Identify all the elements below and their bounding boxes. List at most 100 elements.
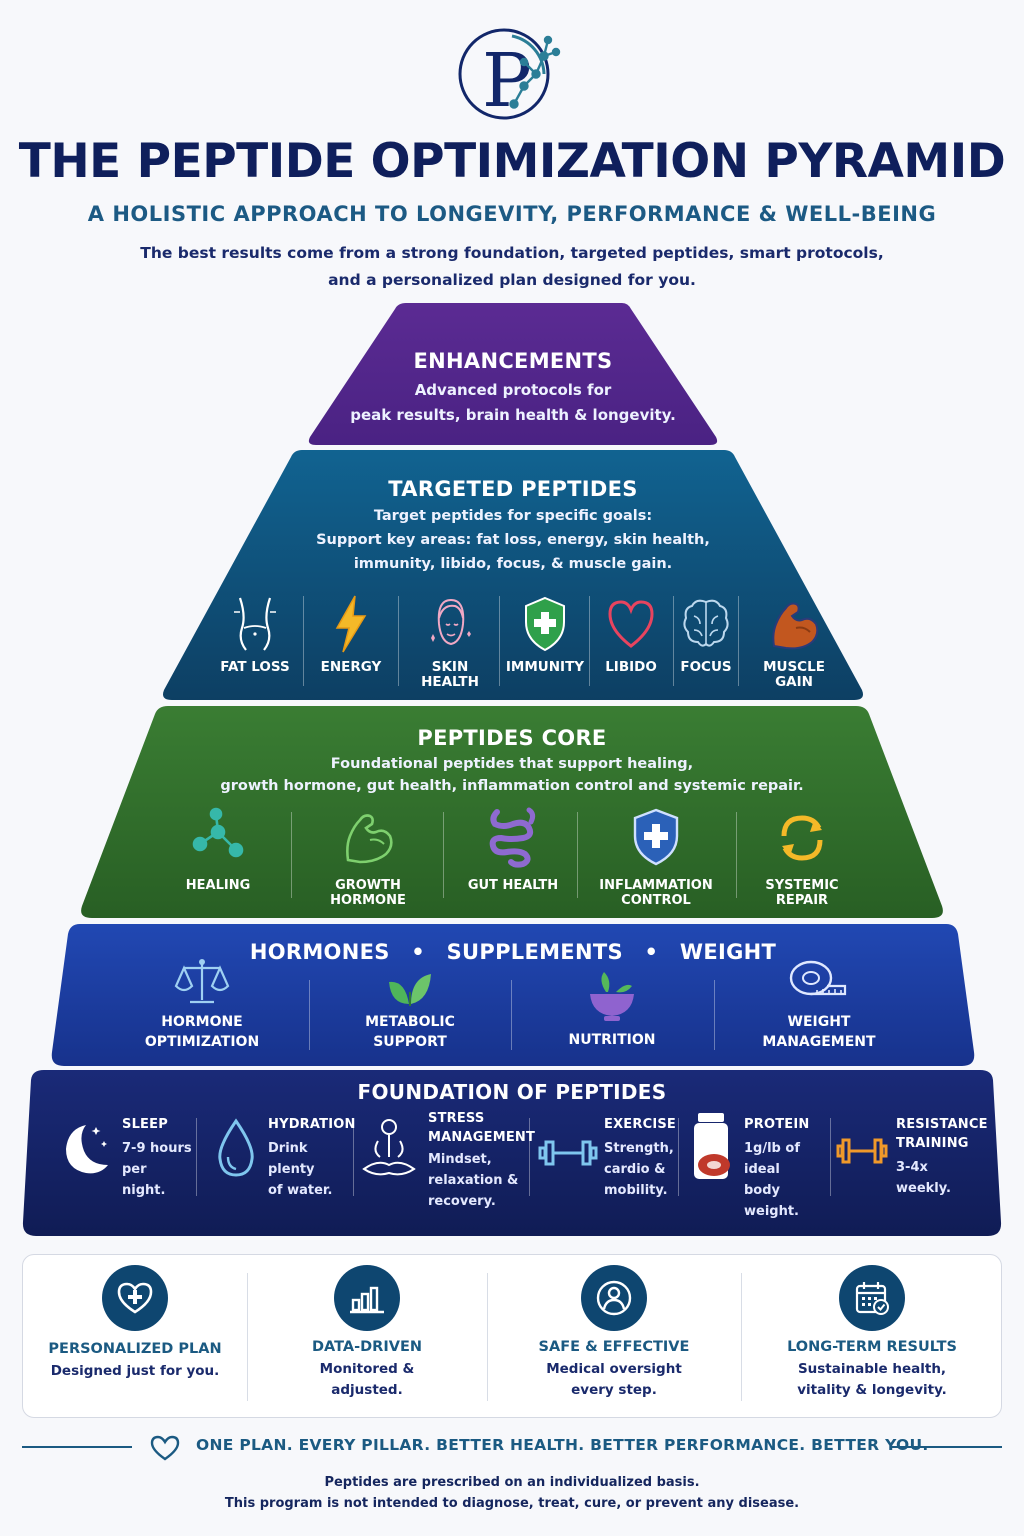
- item-label: ENERGY: [320, 659, 382, 675]
- item-label-line-2: MANAGEMENT: [762, 1034, 876, 1050]
- item-label-line-2: SUPPORT: [373, 1034, 447, 1050]
- hormone-item-metabolic-support: METABOLIC SUPPORT: [330, 970, 490, 1052]
- item-label: SKIN HEALTH: [421, 659, 479, 690]
- pillar-icon-circle: [102, 1265, 168, 1331]
- pillars-panel: PERSONALIZED PLAN Designed just for you.…: [22, 1254, 1002, 1418]
- tier-desc-line-3: immunity, libido, focus, & muscle gain.: [353, 556, 673, 572]
- divider: [736, 812, 737, 898]
- item-desc-line-2: body weight.: [744, 1183, 799, 1219]
- tier-title: FOUNDATION OF PEPTIDES: [357, 1080, 667, 1104]
- core-item-growth-hormone: GROWTH HORMONE: [298, 806, 438, 908]
- leaves-icon: [389, 974, 431, 1006]
- pillar-data-driven: DATA-DRIVEN Monitored & adjusted.: [247, 1255, 487, 1419]
- flexed-arm-icon: [346, 814, 393, 864]
- tier-peptides-core: PEPTIDES CORE Foundational peptides that…: [78, 706, 946, 918]
- tier-title: HORMONES • SUPPLEMENTS • WEIGHT: [50, 940, 976, 964]
- item-desc-line-3: recovery.: [428, 1194, 496, 1209]
- pillar-icon-circle: [839, 1265, 905, 1331]
- title-separator: •: [411, 940, 425, 964]
- item-label: WEIGHT: [787, 1014, 851, 1030]
- pillar-desc-line-1: Designed just for you.: [50, 1363, 220, 1379]
- item-desc-line-2: cardio &: [604, 1162, 666, 1177]
- water-drop-icon: [218, 1118, 254, 1177]
- item-label: HEALING: [185, 878, 251, 893]
- target-item-fat-loss: FAT LOSS: [210, 594, 300, 675]
- bar-chart-icon: [350, 1286, 384, 1314]
- pillar-personalized-plan: PERSONALIZED PLAN Designed just for you.: [23, 1255, 247, 1419]
- item-desc-line-2: of water.: [268, 1183, 333, 1198]
- pillar-desc-line-2: adjusted.: [331, 1382, 403, 1398]
- divider: [353, 1118, 354, 1196]
- divider: [309, 980, 310, 1050]
- target-item-skin-health: SKIN HEALTH: [402, 594, 498, 690]
- pillar-title: PERSONALIZED PLAN: [48, 1341, 222, 1357]
- pillar-title: DATA-DRIVEN: [312, 1339, 422, 1355]
- divider: [738, 596, 739, 686]
- tier-title: PEPTIDES CORE: [417, 726, 607, 750]
- tagline: ONE PLAN. EVERY PILLAR. BETTER HEALTH. B…: [196, 1436, 929, 1454]
- pillar-safe-effective: SAFE & EFFECTIVE Medical oversight every…: [487, 1255, 741, 1419]
- tier-foundation: FOUNDATION OF PEPTIDES: [22, 1070, 1002, 1236]
- tier-title-weight: WEIGHT: [679, 940, 777, 964]
- divider: [196, 1118, 197, 1196]
- pillar-long-term-results: LONG-TERM RESULTS Sustainable health, vi…: [741, 1255, 1003, 1419]
- core-item-systemic-repair: SYSTEMIC REPAIR: [742, 806, 862, 908]
- waist-icon: [234, 597, 276, 651]
- foundation-item-exercise: EXERCISE Strength, cardio & mobility.: [538, 1115, 676, 1215]
- item-label: FOCUS: [680, 659, 732, 675]
- divider: [830, 1118, 831, 1196]
- foundation-item-sleep: SLEEP 7-9 hours per night.: [56, 1115, 192, 1215]
- shield-plus-icon: [525, 596, 565, 652]
- pillar-title: LONG-TERM RESULTS: [787, 1339, 957, 1355]
- foundation-item-stress-management: STRESS MANAGEMENT Mindset, relaxation & …: [358, 1111, 535, 1215]
- moon-icon: [66, 1125, 108, 1174]
- divider: [741, 1273, 742, 1401]
- tier-desc-line-1: Advanced protocols for: [414, 381, 612, 399]
- item-label-line-2: OPTIMIZATION: [144, 1034, 260, 1050]
- item-title-line-2: TRAINING: [896, 1136, 969, 1151]
- divider: [673, 596, 674, 686]
- tape-measure-icon: [789, 960, 847, 996]
- item-label: METABOLIC: [365, 1014, 455, 1030]
- item-desc-line-2: per night.: [122, 1162, 166, 1198]
- tier-desc-line-1: Foundational peptides that support heali…: [330, 756, 694, 772]
- heart-plus-icon: [117, 1282, 153, 1314]
- core-item-healing: HEALING: [168, 806, 268, 893]
- item-label: INFLAMMATION: [599, 878, 713, 893]
- page-title: THE PEPTIDE OPTIMIZATION PYRAMID: [18, 134, 1006, 189]
- item-desc-line-1: 1g/lb of ideal: [744, 1141, 800, 1177]
- scales-icon: [174, 959, 230, 1004]
- bowl-icon: [590, 972, 634, 1021]
- foundation-item-hydration: HYDRATION Drink plenty of water.: [214, 1115, 355, 1215]
- item-desc-line-1: 3-4x: [896, 1160, 928, 1175]
- pillar-icon-circle: [334, 1265, 400, 1331]
- foundation-item-protein: PROTEIN 1g/lb of ideal body weight.: [690, 1113, 828, 1219]
- item-title-line-2: MANAGEMENT: [428, 1130, 536, 1145]
- divider: [589, 596, 590, 686]
- item-label: LIBIDO: [605, 659, 657, 675]
- divider: [678, 1118, 679, 1196]
- tagline-rule-right: [892, 1446, 1002, 1448]
- disclaimer-line-2: This program is not intended to diagnose…: [224, 1496, 800, 1511]
- cycle-arrows-icon: [781, 815, 823, 861]
- pillar-desc-line-2: vitality & longevity.: [797, 1382, 947, 1398]
- intro-line-2: and a personalized plan designed for you…: [328, 271, 696, 289]
- person-icon: [596, 1280, 632, 1316]
- tier-targeted-peptides: TARGETED PEPTIDES Target peptides for sp…: [160, 450, 866, 700]
- heart-icon: [608, 600, 654, 648]
- divider: [487, 1273, 488, 1401]
- protein-jar-icon: [694, 1113, 730, 1179]
- flexed-arm-icon: [772, 602, 819, 650]
- item-title: STRESS: [428, 1111, 485, 1126]
- disclaimer: Peptides are prescribed on an individual…: [0, 1472, 1024, 1514]
- divider: [247, 1273, 248, 1401]
- item-desc-line-2: relaxation &: [428, 1173, 519, 1188]
- divider: [291, 812, 292, 898]
- heart-outline-icon: [150, 1435, 180, 1461]
- divider: [443, 812, 444, 898]
- brain-icon: [683, 599, 729, 647]
- pillar-icon-circle: [581, 1265, 647, 1331]
- tier-title: TARGETED PEPTIDES: [388, 477, 638, 501]
- shield-plus-icon: [633, 808, 679, 866]
- item-label-line-2: CONTROL: [621, 893, 691, 908]
